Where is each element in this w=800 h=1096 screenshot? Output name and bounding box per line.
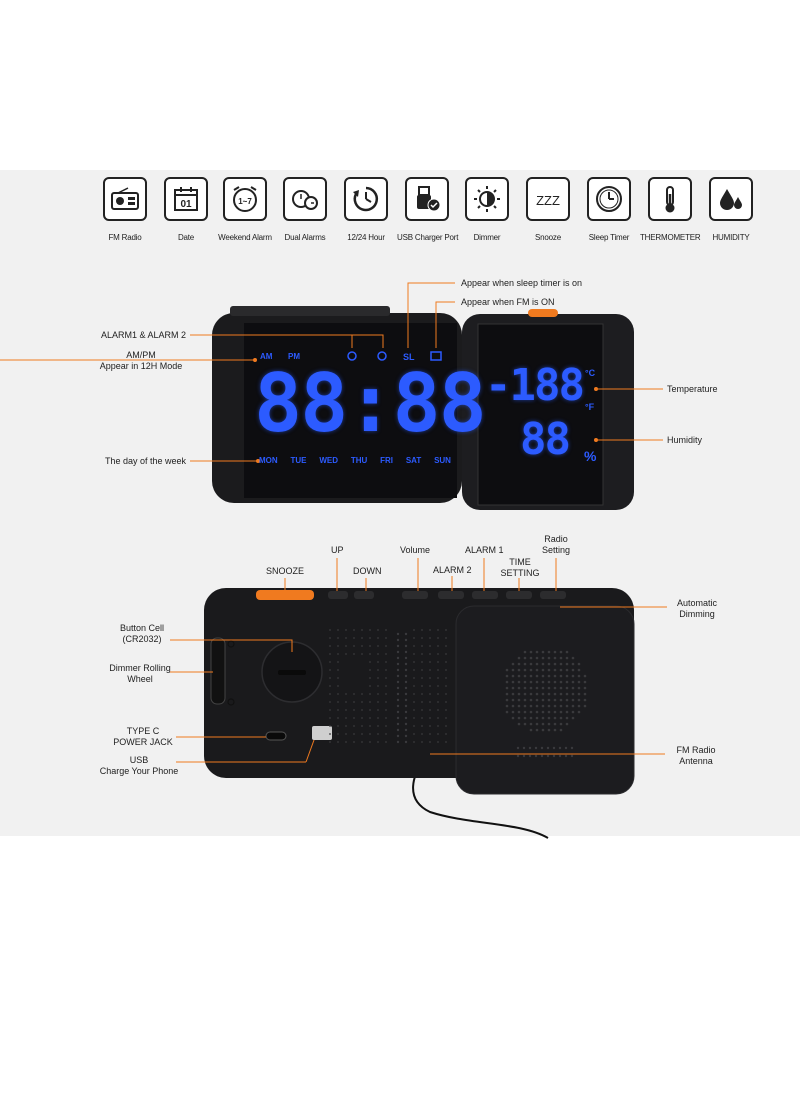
feature-date: 01 Date [156, 177, 216, 243]
display-day: SUN [434, 456, 451, 465]
annotation-up: UP [331, 545, 344, 555]
display-days: MON TUE WED THU FRI SAT SUN [259, 456, 451, 465]
annotation-button-cell-line1: Button Cell [119, 623, 165, 633]
feature-label: Date [177, 233, 195, 242]
annotation-snooze: SNOOZE [266, 566, 305, 576]
display-pm: PM [288, 352, 300, 361]
annotation-fm-antenna-line2: Antenna [679, 756, 713, 766]
feature-label: Snooze [535, 233, 561, 242]
feature-label: FM Radio [108, 233, 142, 242]
feature-label: 12/24 Hour [347, 233, 385, 242]
annotation-dimmer-wheel-line1: Dimmer Rolling [109, 663, 171, 673]
feature-label: Weekend Alarm [218, 233, 272, 242]
annotation-usb: USB Charge Your Phone [94, 755, 184, 777]
feature-label: Dual Alarms [284, 233, 326, 242]
annotation-auto-dimming: Automatic Dimming [666, 598, 728, 620]
annotation-alarm2: ALARM 2 [433, 565, 472, 575]
feature-weekend-alarm: 1~7 Weekend Alarm [215, 177, 275, 243]
display-humidity: 88 [520, 414, 571, 465]
feature-usb-charger: USB Charger Port [397, 177, 459, 243]
feature-label: THERMOMETER [640, 233, 701, 242]
display-day: SAT [405, 456, 422, 465]
annotation-fm-antenna: FM Radio Antenna [666, 745, 726, 767]
feature-humidity: HUMIDITY [701, 177, 761, 243]
annotation-volume: Volume [400, 545, 431, 555]
feature-label: HUMIDITY [712, 233, 750, 242]
display-sl: SL [403, 352, 415, 362]
annotation-dimmer-wheel-line2: Wheel [127, 674, 153, 684]
annotation-ampm: AM/PM Appear in 12H Mode [88, 350, 194, 372]
feature-label: Sleep Timer [588, 233, 630, 242]
feature-label: Dimmer [473, 233, 501, 242]
snooze-text: ZZZ [536, 193, 560, 208]
annotation-usb-line2: Charge Your Phone [99, 766, 179, 776]
feature-dual-alarms: Dual Alarms [275, 177, 335, 243]
annotation-button-cell: Button Cell (CR2032) [106, 623, 178, 645]
annotation-radio-setting-line2: Setting [541, 545, 571, 555]
annotation-humidity: Humidity [667, 435, 703, 445]
annotation-temperature: Temperature [667, 384, 718, 394]
annotation-usb-line1: USB [129, 755, 149, 765]
annotation-fm-antenna-line1: FM Radio [676, 745, 716, 755]
annotation-button-cell-line2: (CR2032) [122, 634, 162, 644]
annotation-sleep-timer: Appear when sleep timer is on [461, 278, 583, 288]
display-fahrenheit: °F [585, 402, 595, 412]
annotation-type-c: TYPE C POWER JACK [108, 726, 178, 748]
annotation-radio-setting-line1: Radio [544, 534, 568, 544]
annotation-day-of-week: The day of the week [104, 456, 186, 466]
weekend-alarm-text: 1~7 [238, 197, 252, 206]
annotation-time-setting-line2: SETTING [500, 568, 540, 578]
annotation-radio-setting: Radio Setting [535, 534, 577, 556]
feature-12-24-hour: 12/24 Hour [336, 177, 396, 243]
display-day: THU [350, 456, 368, 465]
annotation-dimmer-wheel: Dimmer Rolling Wheel [100, 663, 180, 685]
annotation-ampm-line2: Appear in 12H Mode [99, 361, 183, 371]
clock-cycle-icon [353, 186, 379, 212]
calendar-icon: 01 [174, 187, 198, 211]
feature-thermometer: THERMOMETER [640, 177, 701, 243]
display-time: 88:88 [254, 357, 487, 450]
snooze-icon: ZZZ [536, 193, 560, 208]
display-percent: % [584, 448, 597, 464]
annotation-down: DOWN [353, 566, 382, 576]
feature-snooze: ZZZ Snooze [518, 177, 578, 243]
dimmer-icon [474, 186, 500, 212]
feature-label: USB Charger Port [397, 233, 459, 242]
display-day: MON [259, 456, 278, 465]
display-am: AM [260, 352, 273, 361]
usb-charger-icon [417, 186, 441, 212]
humidity-icon [720, 189, 742, 210]
thermometer-icon [665, 186, 675, 213]
dual-alarms-icon [292, 190, 318, 210]
sleep-timer-icon [596, 186, 622, 212]
display-day: FRI [380, 456, 393, 465]
display-day: WED [319, 456, 338, 465]
annotation-time-setting-line1: TIME [509, 557, 531, 567]
display-day: TUE [290, 456, 307, 465]
feature-sleep-timer: Sleep Timer [579, 177, 639, 243]
calendar-text: 01 [180, 199, 192, 210]
annotation-type-c-line1: TYPE C [126, 726, 160, 736]
weekend-alarm-icon: 1~7 [233, 186, 257, 212]
display-temperature: -188 [485, 360, 585, 411]
annotation-alarms: ALARM1 & ALARM 2 [100, 330, 186, 340]
annotation-ampm-line1: AM/PM [126, 350, 156, 360]
display-celsius: °C [585, 368, 596, 378]
annotation-auto-dimming-line2: Dimming [679, 609, 715, 619]
feature-dimmer: Dimmer [457, 177, 517, 243]
radio-icon [111, 187, 139, 210]
annotation-alarm1: ALARM 1 [465, 545, 504, 555]
annotation-auto-dimming-line1: Automatic [676, 598, 718, 608]
annotation-fm-on: Appear when FM is ON [461, 297, 555, 307]
feature-fm-radio: FM Radio [95, 177, 155, 243]
annotation-type-c-line2: POWER JACK [113, 737, 173, 747]
annotation-time-setting: TIME SETTING [500, 557, 540, 579]
